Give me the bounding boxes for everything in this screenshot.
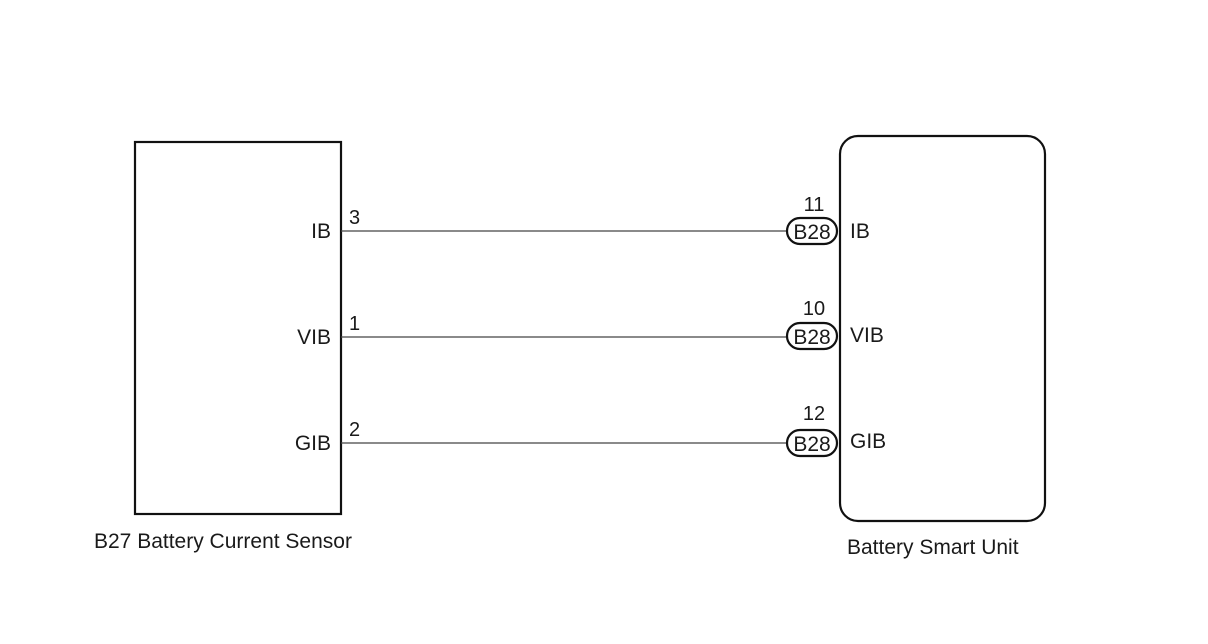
connector-vib: 10 B28 <box>785 298 839 351</box>
unit-terminal-gib-label: GIB <box>850 430 886 453</box>
sensor-caption: B27 Battery Current Sensor <box>94 530 352 553</box>
wires <box>341 230 787 444</box>
sensor-terminal-vib-label: VIB <box>297 326 331 349</box>
unit-terminal-ib-label: IB <box>850 220 870 243</box>
battery-current-sensor: IB VIB GIB B27 Battery Current Sensor <box>94 140 352 553</box>
sensor-terminal-ib-label: IB <box>311 220 331 243</box>
unit-terminal-vib-label: VIB <box>850 324 884 347</box>
connector-id-label: B28 <box>793 221 830 244</box>
connector-id-label: B28 <box>793 433 830 456</box>
connector-gib: 12 B28 <box>785 403 839 458</box>
sensor-pin-vib: 1 <box>349 313 360 335</box>
sensor-terminal-gib-label: GIB <box>295 432 331 455</box>
connector-ib: 11 B28 <box>785 194 839 246</box>
sensor-pin-numbers: 3 1 2 <box>349 207 360 441</box>
unit-pin-ib: 11 <box>804 194 825 216</box>
connector-badge <box>785 216 839 246</box>
unit-body <box>838 134 1047 523</box>
sensor-pin-gib: 2 <box>349 419 360 441</box>
connector-id-label: B28 <box>793 326 830 349</box>
battery-smart-unit: IB VIB GIB Battery Smart Unit <box>838 134 1047 559</box>
connector-badge <box>785 321 839 351</box>
unit-pin-vib: 10 <box>803 298 825 320</box>
sensor-body <box>133 140 343 516</box>
sensor-pin-ib: 3 <box>349 207 360 229</box>
unit-pin-gib: 12 <box>803 403 825 425</box>
unit-caption: Battery Smart Unit <box>847 536 1019 559</box>
connector-badge <box>785 428 839 458</box>
